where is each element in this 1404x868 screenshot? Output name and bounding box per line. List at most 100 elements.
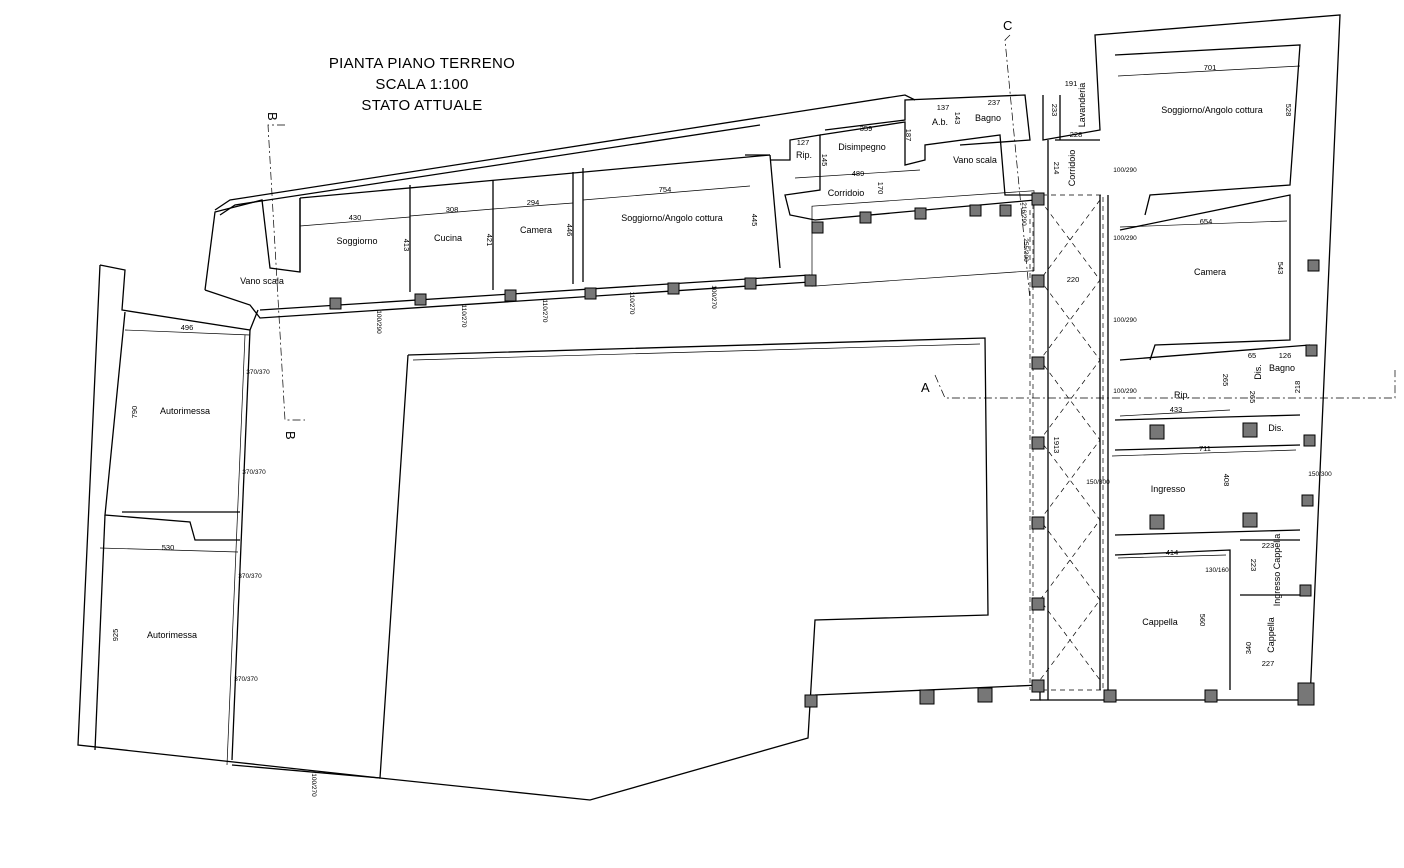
opening-label: 110/270	[460, 304, 467, 327]
opening-label: 110/270	[628, 291, 635, 314]
room-ab: A.b.	[932, 117, 948, 127]
dim-label: 560	[1198, 614, 1207, 627]
dim-label: 701	[1204, 63, 1217, 72]
opening-label: 370/370	[242, 469, 266, 476]
opening-label: 370/370	[238, 573, 262, 580]
room-camera-right: Camera	[1194, 267, 1226, 277]
room-autorimessa-top: Autorimessa	[160, 406, 210, 416]
room-camera-top: Camera	[520, 225, 552, 235]
opening-label: 110/270	[541, 299, 548, 322]
room-labels: Vano scala Soggiorno Cucina Camera Soggi…	[147, 83, 1295, 653]
dim-label: 126	[1279, 351, 1292, 360]
dim-label: 127	[797, 138, 810, 147]
opening-label: 100/290	[1113, 167, 1137, 174]
room-cappella-large: Cappella	[1142, 617, 1178, 627]
room-ingresso: Ingresso	[1151, 484, 1186, 494]
opening-label: 100/270	[310, 773, 317, 797]
room-cappella-small: Cappella	[1266, 617, 1276, 653]
dim-label: 754	[659, 185, 672, 194]
dim-label: 433	[1170, 405, 1183, 414]
dim-label: 227	[1262, 659, 1275, 668]
dim-label: 220	[1067, 275, 1080, 284]
dim-label: 308	[446, 205, 459, 214]
building-walls	[77, 14, 1341, 801]
dim-label: 1913	[1052, 437, 1061, 454]
section-b-top: B	[265, 112, 280, 121]
opening-label: 100/290	[1113, 388, 1137, 395]
opening-label: 216/290	[1020, 202, 1027, 226]
opening-label: 130/160	[1205, 567, 1229, 574]
dim-label: 543	[1276, 262, 1285, 275]
dim-label: 294	[527, 198, 540, 207]
dim-label: 359	[860, 124, 873, 133]
room-ingresso-cappella: Ingresso Cappella	[1272, 534, 1282, 607]
room-soggiorno-cottura-right: Soggiorno/Angolo cottura	[1161, 105, 1263, 115]
room-autorimessa-bottom: Autorimessa	[147, 630, 197, 640]
dim-label: 925	[111, 629, 120, 642]
dim-label: 191	[1065, 79, 1078, 88]
room-soggiorno-cottura-mid: Soggiorno/Angolo cottura	[621, 213, 723, 223]
room-vano-scala-left: Vano scala	[240, 276, 284, 286]
section-c: C	[1003, 18, 1012, 33]
section-a: A	[921, 380, 930, 395]
dim-label: 170	[876, 182, 885, 195]
opening-label: 100/290	[375, 310, 382, 334]
plan-title: PIANTA PIANO TERRENO	[329, 55, 515, 72]
dim-label: 228	[1070, 130, 1083, 139]
dim-label: 145	[820, 154, 829, 167]
opening-label: 370/370	[234, 676, 258, 683]
dimension-labels: 430 413 308 421 294 446 754 445 127 145 …	[99, 63, 1302, 668]
opening-labels: 100/290 110/270 110/270 110/270 100/270 …	[234, 167, 1332, 797]
plan-status: STATO ATTUALE	[361, 97, 482, 114]
plan-scale: SCALA 1:100	[375, 76, 468, 93]
room-vano-scala-mid: Vano scala	[953, 155, 997, 165]
room-dis-1: Dis.	[1253, 364, 1263, 380]
opening-label: 100/270	[710, 285, 717, 309]
dim-label: 496	[181, 323, 194, 332]
section-b-bottom: B	[283, 431, 298, 440]
room-cucina: Cucina	[434, 233, 462, 243]
room-lavanderia: Lavanderia	[1077, 83, 1087, 128]
dim-label: 237	[988, 98, 1001, 107]
dim-label: 137	[937, 103, 950, 112]
dim-label: 489	[852, 169, 865, 178]
dim-label: 265	[1221, 374, 1230, 387]
dim-label: 408	[1222, 474, 1231, 487]
room-corridoio: Corridoio	[828, 188, 865, 198]
dim-label: 218	[1293, 381, 1302, 394]
dim-label: 233	[1050, 104, 1059, 117]
room-rip-top: Rip.	[796, 150, 812, 160]
section-lines: B B C A	[265, 18, 1396, 440]
room-bagno-right: Bagno	[1269, 363, 1295, 373]
dim-label: 143	[953, 112, 962, 125]
dim-label: 187	[904, 129, 913, 142]
dim-label: 223	[1249, 559, 1258, 572]
dim-label: 340	[1244, 642, 1253, 655]
dim-label: 214	[1052, 162, 1061, 175]
room-disimpegno: Disimpegno	[838, 142, 886, 152]
opening-label: 255/300	[1022, 238, 1029, 262]
dim-label: 446	[565, 224, 574, 237]
dim-label: 430	[349, 213, 362, 222]
dim-label: 421	[485, 234, 494, 247]
dim-label: 223	[1262, 541, 1275, 550]
dim-label: 654	[1200, 217, 1213, 226]
dim-label: 65	[1248, 351, 1256, 360]
dim-label: 528	[1284, 104, 1293, 117]
room-rip-right: Rip.	[1174, 390, 1190, 400]
opening-label: 150/300	[1086, 479, 1110, 486]
dim-label: 414	[1166, 548, 1179, 557]
dim-label: 530	[162, 543, 175, 552]
room-dis-2: Dis.	[1268, 423, 1284, 433]
pillars	[329, 192, 1320, 708]
room-corridoio-vertical: Corridoio	[1067, 150, 1077, 187]
dim-label: 265	[1248, 391, 1257, 404]
opening-label: 100/290	[1113, 235, 1137, 242]
dim-label: 413	[402, 239, 411, 252]
opening-label: 370/370	[246, 369, 270, 376]
room-bagno-top: Bagno	[975, 113, 1001, 123]
room-soggiorno: Soggiorno	[336, 236, 377, 246]
opening-label: 100/290	[1113, 317, 1137, 324]
dim-label: 445	[750, 214, 759, 227]
